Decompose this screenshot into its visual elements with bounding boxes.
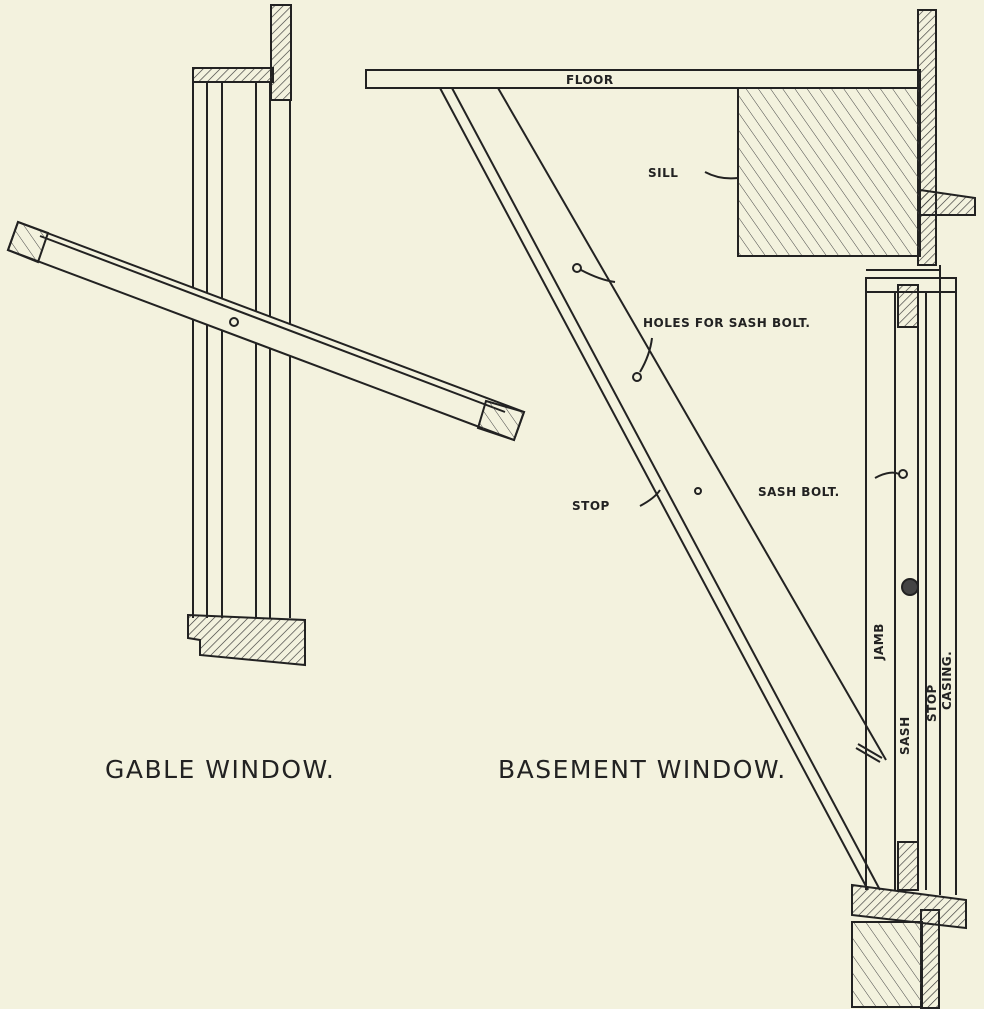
holes-for-sash-bolt-label: HOLES FOR SASH BOLT. [643,316,811,330]
floor-label: FLOOR [566,73,614,87]
basement-window-drawing [365,9,976,1009]
basement-window-title: BASEMENT WINDOW. [498,755,787,784]
sash-label: SASH [898,716,912,755]
sill-label: SILL [648,166,679,180]
stop-vertical-label: STOP [925,684,939,722]
casing-label: CASING. [940,650,954,710]
stop-label: STOP [572,499,610,513]
gable-window-title: GABLE WINDOW. [105,755,336,784]
sash-bolt-label: SASH BOLT. [758,485,840,499]
gable-window-drawing [6,4,526,667]
jamb-label: JAMB [872,623,886,660]
